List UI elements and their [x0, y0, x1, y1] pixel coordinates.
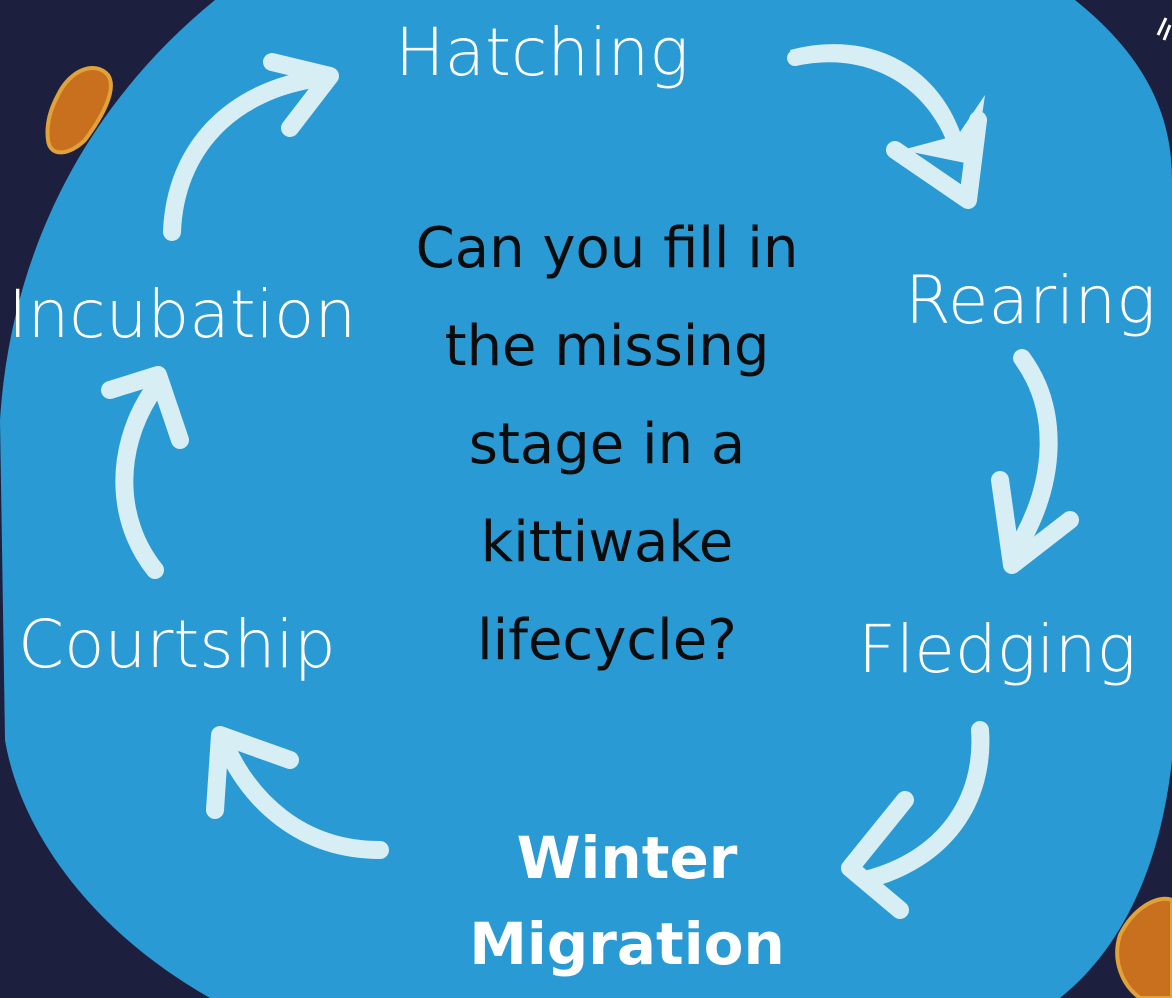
stage-label-rearing: Rearing	[905, 262, 1156, 339]
leaf-icon	[1115, 896, 1172, 998]
missing-stage-label: Winter Migration	[432, 815, 822, 987]
arrow-incubation-to-hatching-icon	[163, 53, 339, 241]
question-line-5: lifecycle?	[477, 608, 737, 673]
question-line-4: kittiwake	[480, 510, 734, 575]
question-line-1: Can you fill in	[415, 216, 799, 281]
leaf-icon	[45, 65, 113, 155]
stage-label-hatching: Hatching	[395, 14, 689, 91]
missing-stage-line-2: Migration	[469, 910, 785, 978]
brush-mark-icon	[1156, 17, 1172, 41]
stage-label-courtship: Courtship	[18, 606, 336, 683]
arrow-hatching-to-rearing-icon	[787, 44, 987, 209]
stage-label-fledging: Fledging	[858, 611, 1137, 688]
center-question: Can you fill in the missing stage in a k…	[322, 200, 892, 690]
arrow-courtship-to-incubation-icon	[101, 366, 189, 579]
stage-label-incubation: Incubation	[8, 276, 357, 353]
arrow-rearing-to-fledging-icon	[991, 349, 1079, 574]
arrow-fledging-to-winter-icon	[841, 721, 990, 919]
question-line-2: the missing	[444, 314, 770, 379]
question-line-3: stage in a	[468, 412, 746, 477]
arrow-winter-to-courtship-icon	[206, 726, 389, 859]
missing-stage-line-1: Winter	[516, 824, 738, 892]
